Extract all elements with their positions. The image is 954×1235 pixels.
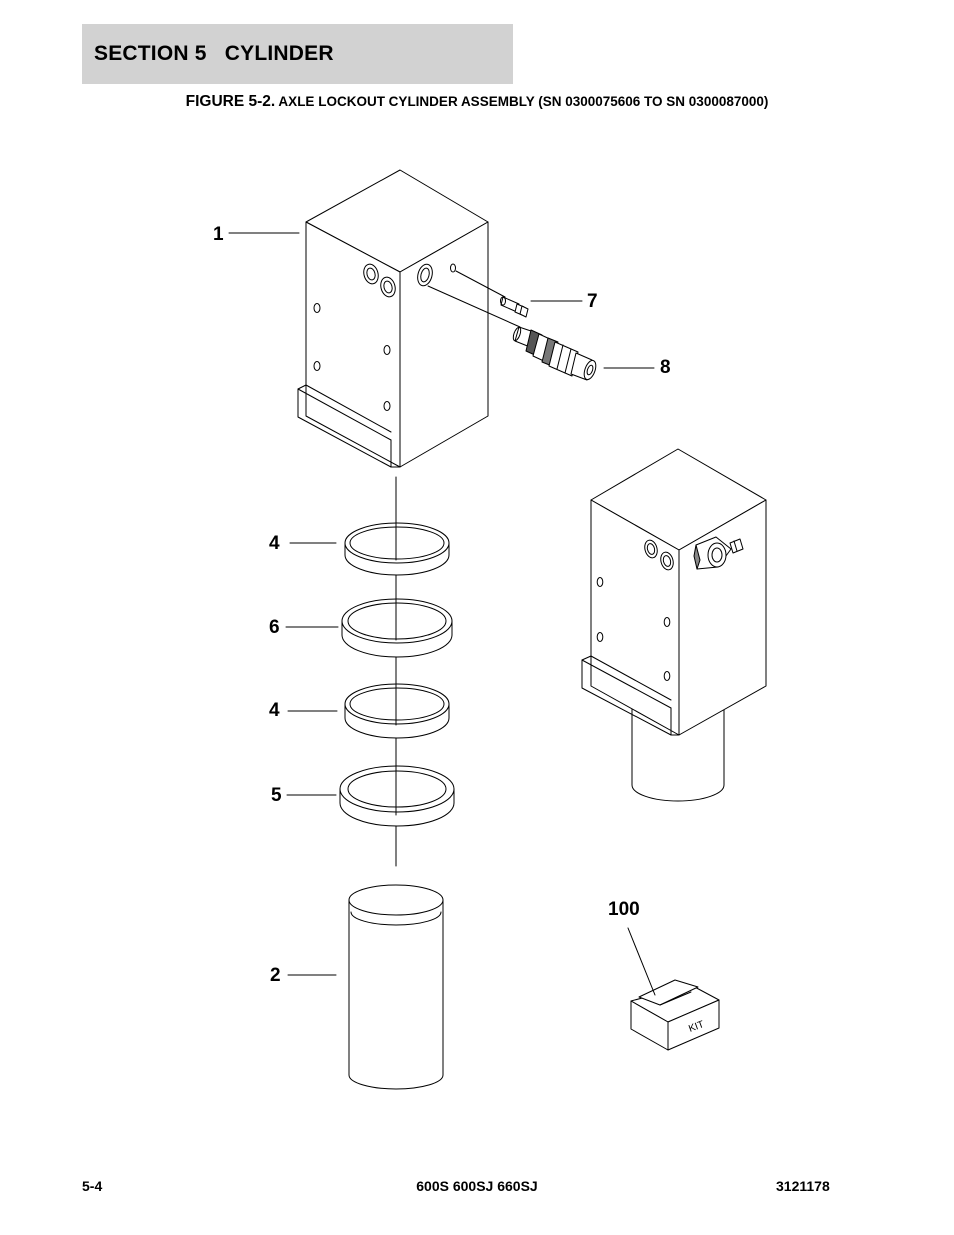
fitting-part-7 — [500, 296, 529, 318]
callout-100: 100 — [608, 899, 640, 920]
kit-box-part-100: KIT — [630, 979, 720, 1051]
callout-6: 6 — [269, 617, 280, 638]
callout-1: 1 — [213, 224, 224, 245]
callout-2: 2 — [270, 965, 281, 986]
cylinder-block-part — [297, 169, 521, 468]
figure-caption: AXLE LOCKOUT CYLINDER ASSEMBLY (SN 03000… — [275, 94, 769, 109]
callout-8: 8 — [660, 357, 671, 378]
seal-ring-part-4-lower — [344, 667, 450, 739]
footer-doc-number: 3121178 — [776, 1178, 830, 1194]
seal-ring-part-4-upper — [344, 477, 450, 576]
piston-part-2 — [348, 884, 444, 1090]
callout-7: 7 — [587, 291, 598, 312]
section-header-band: SECTION 5 CYLINDER — [82, 24, 513, 84]
footer-page-number: 5-4 — [82, 1178, 103, 1194]
kit-box-label: KIT — [687, 1019, 705, 1035]
figure-number: FIGURE 5-2. — [185, 93, 276, 110]
callout-4-upper: 4 — [269, 533, 280, 554]
callout-5: 5 — [271, 785, 282, 806]
section-title: SECTION 5 CYLINDER — [94, 42, 334, 65]
footer-models: 600S 600SJ 660SJ — [416, 1178, 538, 1194]
callout-4-lower: 4 — [269, 700, 280, 721]
assembled-cylinder — [581, 448, 767, 802]
figure-title: FIGURE 5-2. AXLE LOCKOUT CYLINDER ASSEMB… — [0, 93, 954, 111]
seal-ring-part-5 — [339, 759, 455, 827]
seal-ring-part-6 — [341, 589, 453, 658]
callout-leaders — [228, 232, 656, 996]
cartridge-valve-part-8 — [512, 326, 597, 381]
